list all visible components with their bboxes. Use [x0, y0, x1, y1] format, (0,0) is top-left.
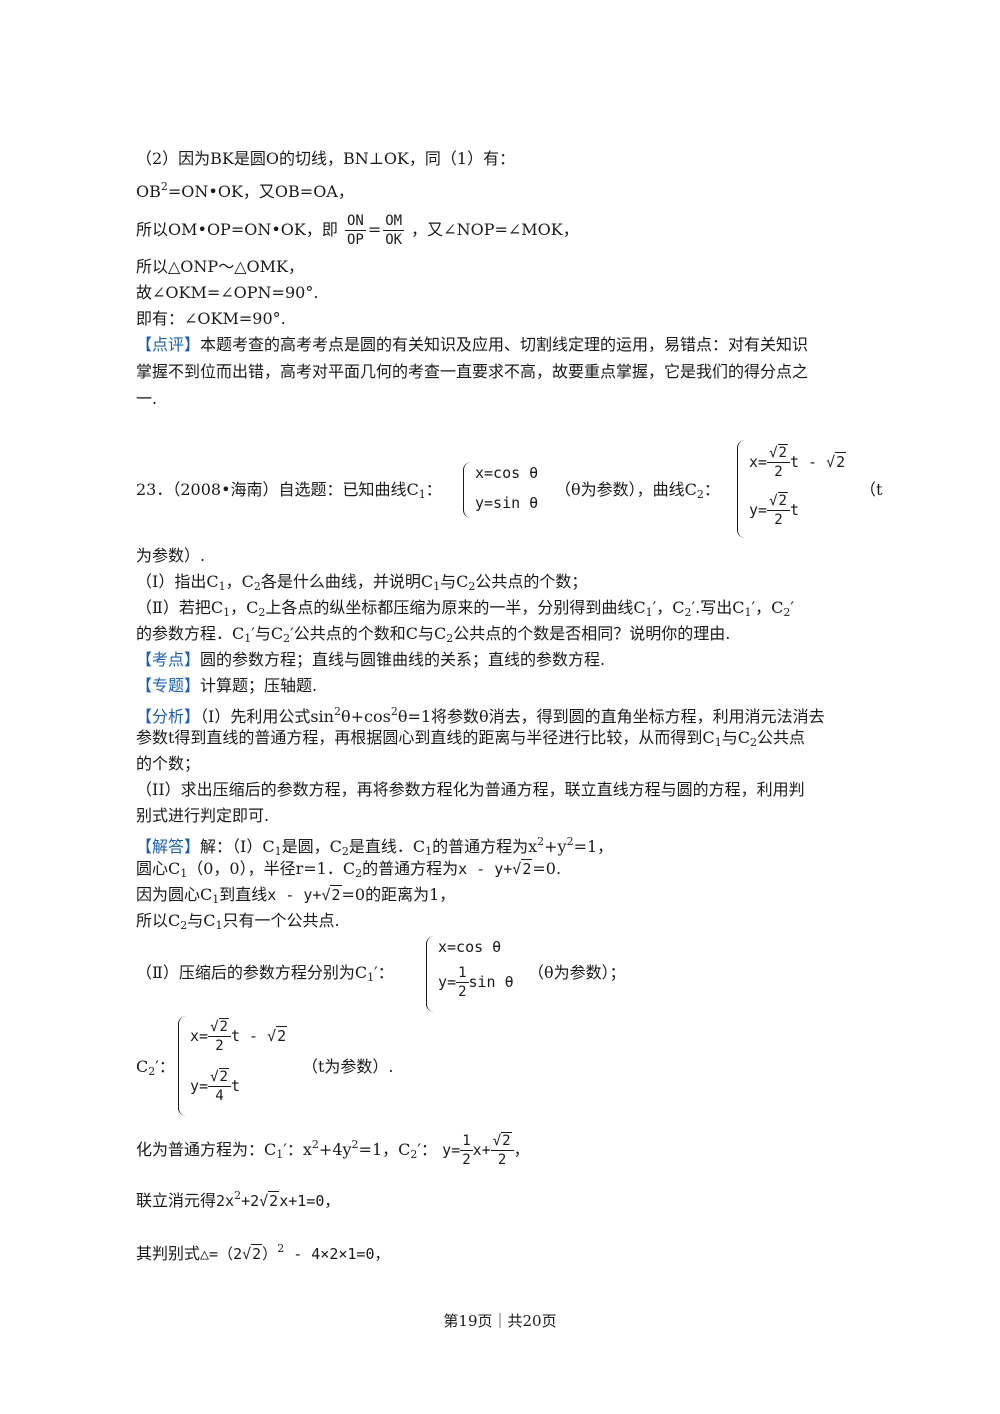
- text-line: 即有：∠OKM=90°.: [136, 309, 286, 328]
- question-header: 23．（2008•海南）自选题：已知曲线C1：: [136, 480, 442, 501]
- text-line: 的个数；: [136, 754, 201, 773]
- text-line: 的参数方程．C1′与C2′公共点的个数和C与C2公共点的个数是否相同？说明你的理…: [136, 624, 731, 645]
- text-line: 故∠OKM=∠OPN=90°.: [136, 283, 319, 302]
- zhuanti-line: 【专题】计算题；压轴题.: [136, 676, 318, 695]
- text-line: 别式进行判定即可.: [136, 806, 270, 825]
- jieda-line: 【解答】解：（Ⅰ）C1是圆，C2是直线．C1的普通方程为x2+y2=1，: [136, 835, 614, 858]
- text-line: （Ⅰ）指出C1，C2各是什么曲线，并说明C1与C2公共点的个数；: [136, 572, 588, 593]
- text-line: 参数t得到直线的普通方程，再根据圆心到直线的距离与半径进行比较，从而得到C1与C…: [136, 728, 805, 749]
- text-line: （t: [860, 480, 883, 499]
- param-system-c1: x=cos θ y=sin θ: [463, 462, 553, 518]
- kaodian-line: 【考点】圆的参数方程；直线与圆锥曲线的关系；直线的参数方程.: [136, 650, 606, 669]
- text-line: 一.: [136, 389, 158, 408]
- text-line: （t为参数）.: [302, 1057, 394, 1076]
- text-line: 联立消元得2x2+2√2x+1=0，: [136, 1189, 340, 1210]
- text-line: （Ⅱ）若把C1，C2上各点的纵坐标都压缩为原来的一半，分别得到曲线C1′，C2′…: [136, 598, 795, 619]
- fenxi-line: 【分析】（I）先利用公式sin2θ+cos2θ=1将参数θ消去，得到圆的直角坐标…: [136, 705, 825, 726]
- text-line: （Ⅱ）压缩后的参数方程分别为C1′：: [136, 963, 394, 984]
- text-line: （2）因为BK是圆O的切线，BN⊥OK，同（1）有：: [136, 149, 516, 168]
- text-line: （II）求出压缩后的参数方程，再将参数方程化为普通方程，联立直线方程与圆的方程，…: [136, 780, 805, 799]
- page-footer: 第19页｜共20页: [443, 1312, 557, 1330]
- text-line: 为参数）.: [136, 546, 206, 565]
- text-line: 因为圆心C1到直线x - y+√2=0的距离为1，: [136, 885, 456, 906]
- text-line: OB2=ON•OK，又OB=OA，: [136, 180, 354, 201]
- text-line: 其判别式△=（2√2）2 - 4×2×1=0，: [136, 1242, 390, 1263]
- text-line: 所以C2与C1只有一个公共点.: [136, 911, 340, 932]
- comment-line: 【点评】本题考查的高考考点是圆的有关知识及应用、切割线定理的运用，易错点：对有关…: [136, 335, 809, 354]
- text-line: C2′：: [136, 1057, 175, 1078]
- text-line: 掌握不到位而出错，高考对平面几何的考查一直要求不高，故要重点掌握，它是我们的得分…: [136, 362, 809, 381]
- text-line: （θ为参数）；: [528, 963, 626, 982]
- text-line: 圆心C1（0，0），半径r=1．C2的普通方程为x - y+√2=0.: [136, 859, 562, 880]
- text-line: （θ为参数），曲线C2：: [555, 480, 720, 501]
- text-line: 所以△ONP～△OMK，: [136, 257, 304, 276]
